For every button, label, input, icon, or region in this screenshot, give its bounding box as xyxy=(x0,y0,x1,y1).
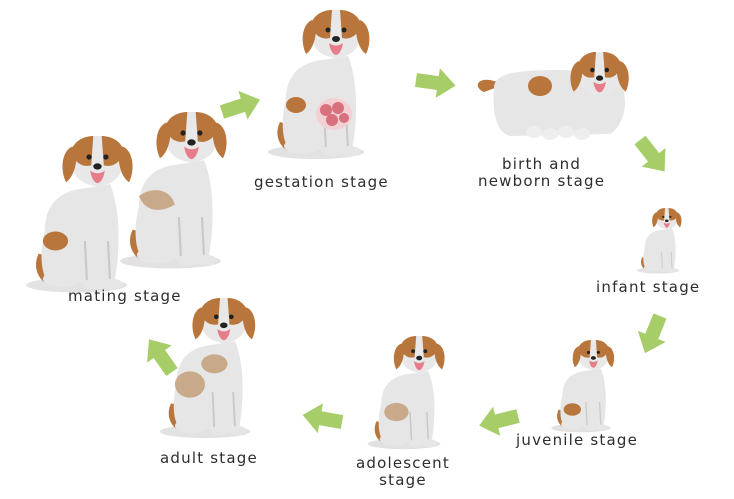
beagle-dog-icon xyxy=(366,335,446,450)
cycle-arrow-icon xyxy=(628,130,677,181)
beagle-dog-icon xyxy=(550,339,615,434)
beagle-dog-icon xyxy=(158,297,257,439)
beagle-dog-icon xyxy=(119,110,228,270)
cycle-arrow-icon xyxy=(475,401,522,441)
infant-stage-label: infant stage xyxy=(596,278,701,296)
birth-newborn-stage-label: birth and newborn stage xyxy=(478,155,606,190)
cycle-arrow-icon xyxy=(217,85,265,127)
juvenile-stage-label: juvenile stage xyxy=(516,431,639,449)
cycle-arrow-icon xyxy=(136,330,185,381)
adult-stage-label: adult stage xyxy=(160,449,258,467)
cycle-arrow-icon xyxy=(631,310,674,359)
gestation-stage-label: gestation stage xyxy=(254,173,389,191)
beagle-dog-icon xyxy=(267,9,371,160)
beagle-dog-icon xyxy=(25,134,134,294)
beagle-dog-icon xyxy=(477,52,629,140)
beagle-dog-icon xyxy=(636,207,682,274)
adolescent-stage-label: adolescent stage xyxy=(356,454,450,489)
cycle-arrow-icon xyxy=(300,400,345,437)
cycle-arrow-icon xyxy=(413,65,458,101)
mating-stage-label: mating stage xyxy=(68,287,182,305)
